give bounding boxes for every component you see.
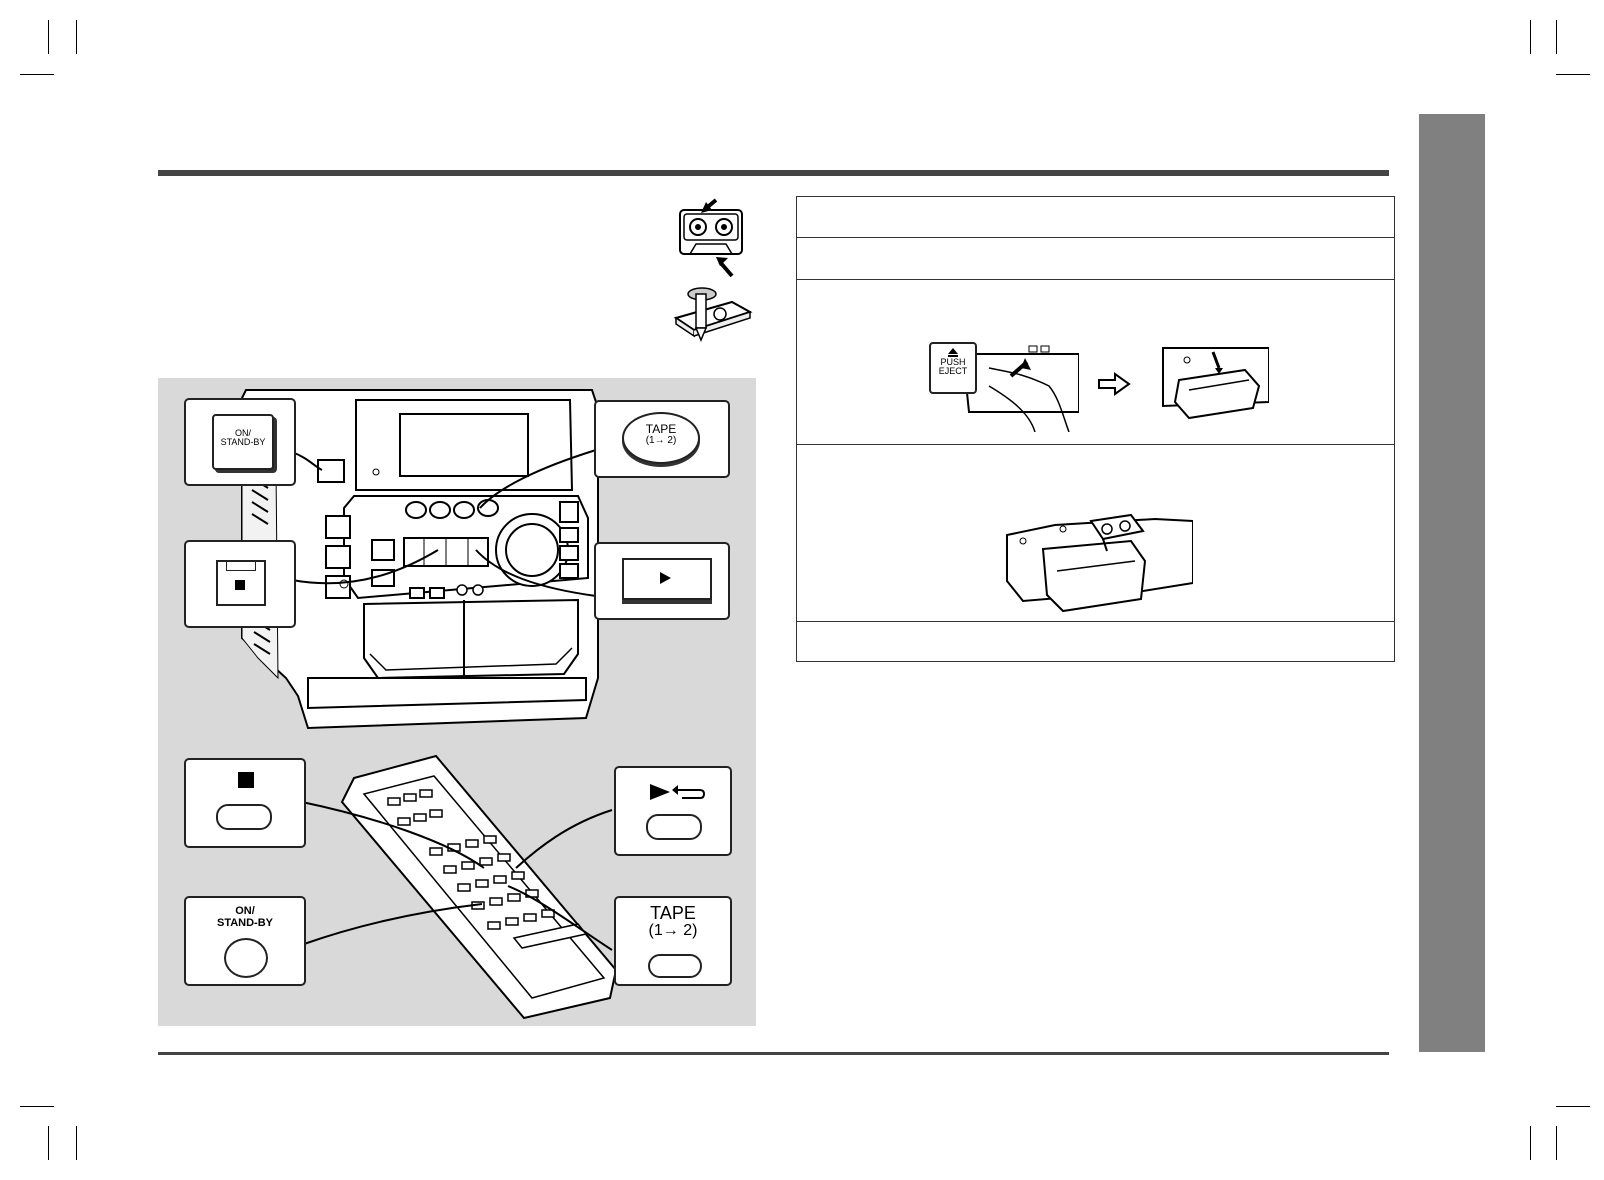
- crop-mark: [1556, 20, 1557, 54]
- remote-on-standby-label: ON/ STAND-BY: [216, 905, 273, 929]
- tape-direction-label: (1→ 2): [645, 434, 677, 446]
- crop-mark: [48, 1126, 49, 1160]
- unit-stop-callout: [184, 540, 296, 628]
- table-row: [797, 622, 1394, 662]
- table-row: [797, 197, 1394, 238]
- cassette-insert-illustration: [1006, 513, 1193, 613]
- play-repeat-icon: [650, 784, 706, 800]
- table-row: [797, 238, 1394, 280]
- cassette-door-open-illustration: [1162, 347, 1269, 420]
- eject-icon: [948, 348, 958, 354]
- crop-mark: [20, 74, 54, 75]
- play-button[interactable]: [622, 558, 712, 600]
- tape-label: TAPE: [645, 422, 677, 436]
- remote-on-standby-callout: ON/ STAND-BY: [184, 896, 306, 986]
- eject-icon-bar: [948, 355, 958, 357]
- push-eject-button[interactable]: PUSH EJECT: [929, 342, 977, 394]
- crop-mark: [76, 20, 77, 54]
- crop-mark: [1556, 74, 1590, 75]
- stop-button[interactable]: [216, 560, 266, 606]
- remote-stop-icon: [238, 772, 254, 788]
- push-label: PUSH: [940, 357, 966, 367]
- remote-stop-button[interactable]: [216, 804, 272, 830]
- on-standby-label: ON/ STAND-BY: [220, 428, 266, 448]
- side-tab: [1419, 114, 1485, 1052]
- remote-tape-direction-label: (1→ 2): [648, 921, 698, 939]
- unit-play-callout: [594, 542, 730, 620]
- remote-tape-label: TAPE: [650, 903, 696, 923]
- remote-illustration: [340, 754, 618, 1020]
- on-standby-button[interactable]: ON/ STAND-BY: [212, 414, 274, 470]
- crop-mark: [1530, 1126, 1531, 1160]
- crop-mark: [1556, 1106, 1590, 1107]
- top-rule: [158, 170, 1389, 176]
- remote-play-button[interactable]: [646, 814, 702, 840]
- remote-stop-callout: [184, 758, 306, 848]
- illustration-panel: ON/ STAND-BY TAPE (1→ 2) ON/ STAND-BY: [158, 378, 756, 1026]
- eject-label: EJECT: [938, 366, 968, 377]
- table-row: PUSH EJECT: [797, 280, 1394, 445]
- play-icon: [660, 572, 671, 584]
- table-row: [797, 445, 1394, 622]
- remote-tape-callout: TAPE (1→ 2): [614, 896, 732, 986]
- cassette-tension-icon: [679, 198, 743, 278]
- remote-play-callout: [614, 766, 732, 856]
- crop-mark: [48, 20, 49, 54]
- remote-on-standby-button[interactable]: [224, 938, 268, 978]
- bottom-rule: [158, 1052, 1389, 1055]
- unit-on-standby-callout: ON/ STAND-BY: [184, 398, 296, 486]
- crop-mark: [76, 1126, 77, 1160]
- cassette-pencil-icon: [673, 287, 753, 342]
- remote-tape-button[interactable]: [648, 954, 702, 978]
- eject-illustration: PUSH EJECT: [929, 342, 1079, 432]
- right-arrow-icon: [1098, 372, 1131, 396]
- unit-tape-callout: TAPE (1→ 2): [594, 400, 730, 478]
- stop-icon: [235, 580, 245, 590]
- steps-table: PUSH EJECT: [796, 196, 1395, 662]
- crop-mark: [20, 1106, 54, 1107]
- crop-mark: [1530, 20, 1531, 54]
- tape-button[interactable]: TAPE (1→ 2): [622, 412, 700, 464]
- stereo-unit-illustration: [241, 389, 618, 1020]
- crop-mark: [1556, 1126, 1557, 1160]
